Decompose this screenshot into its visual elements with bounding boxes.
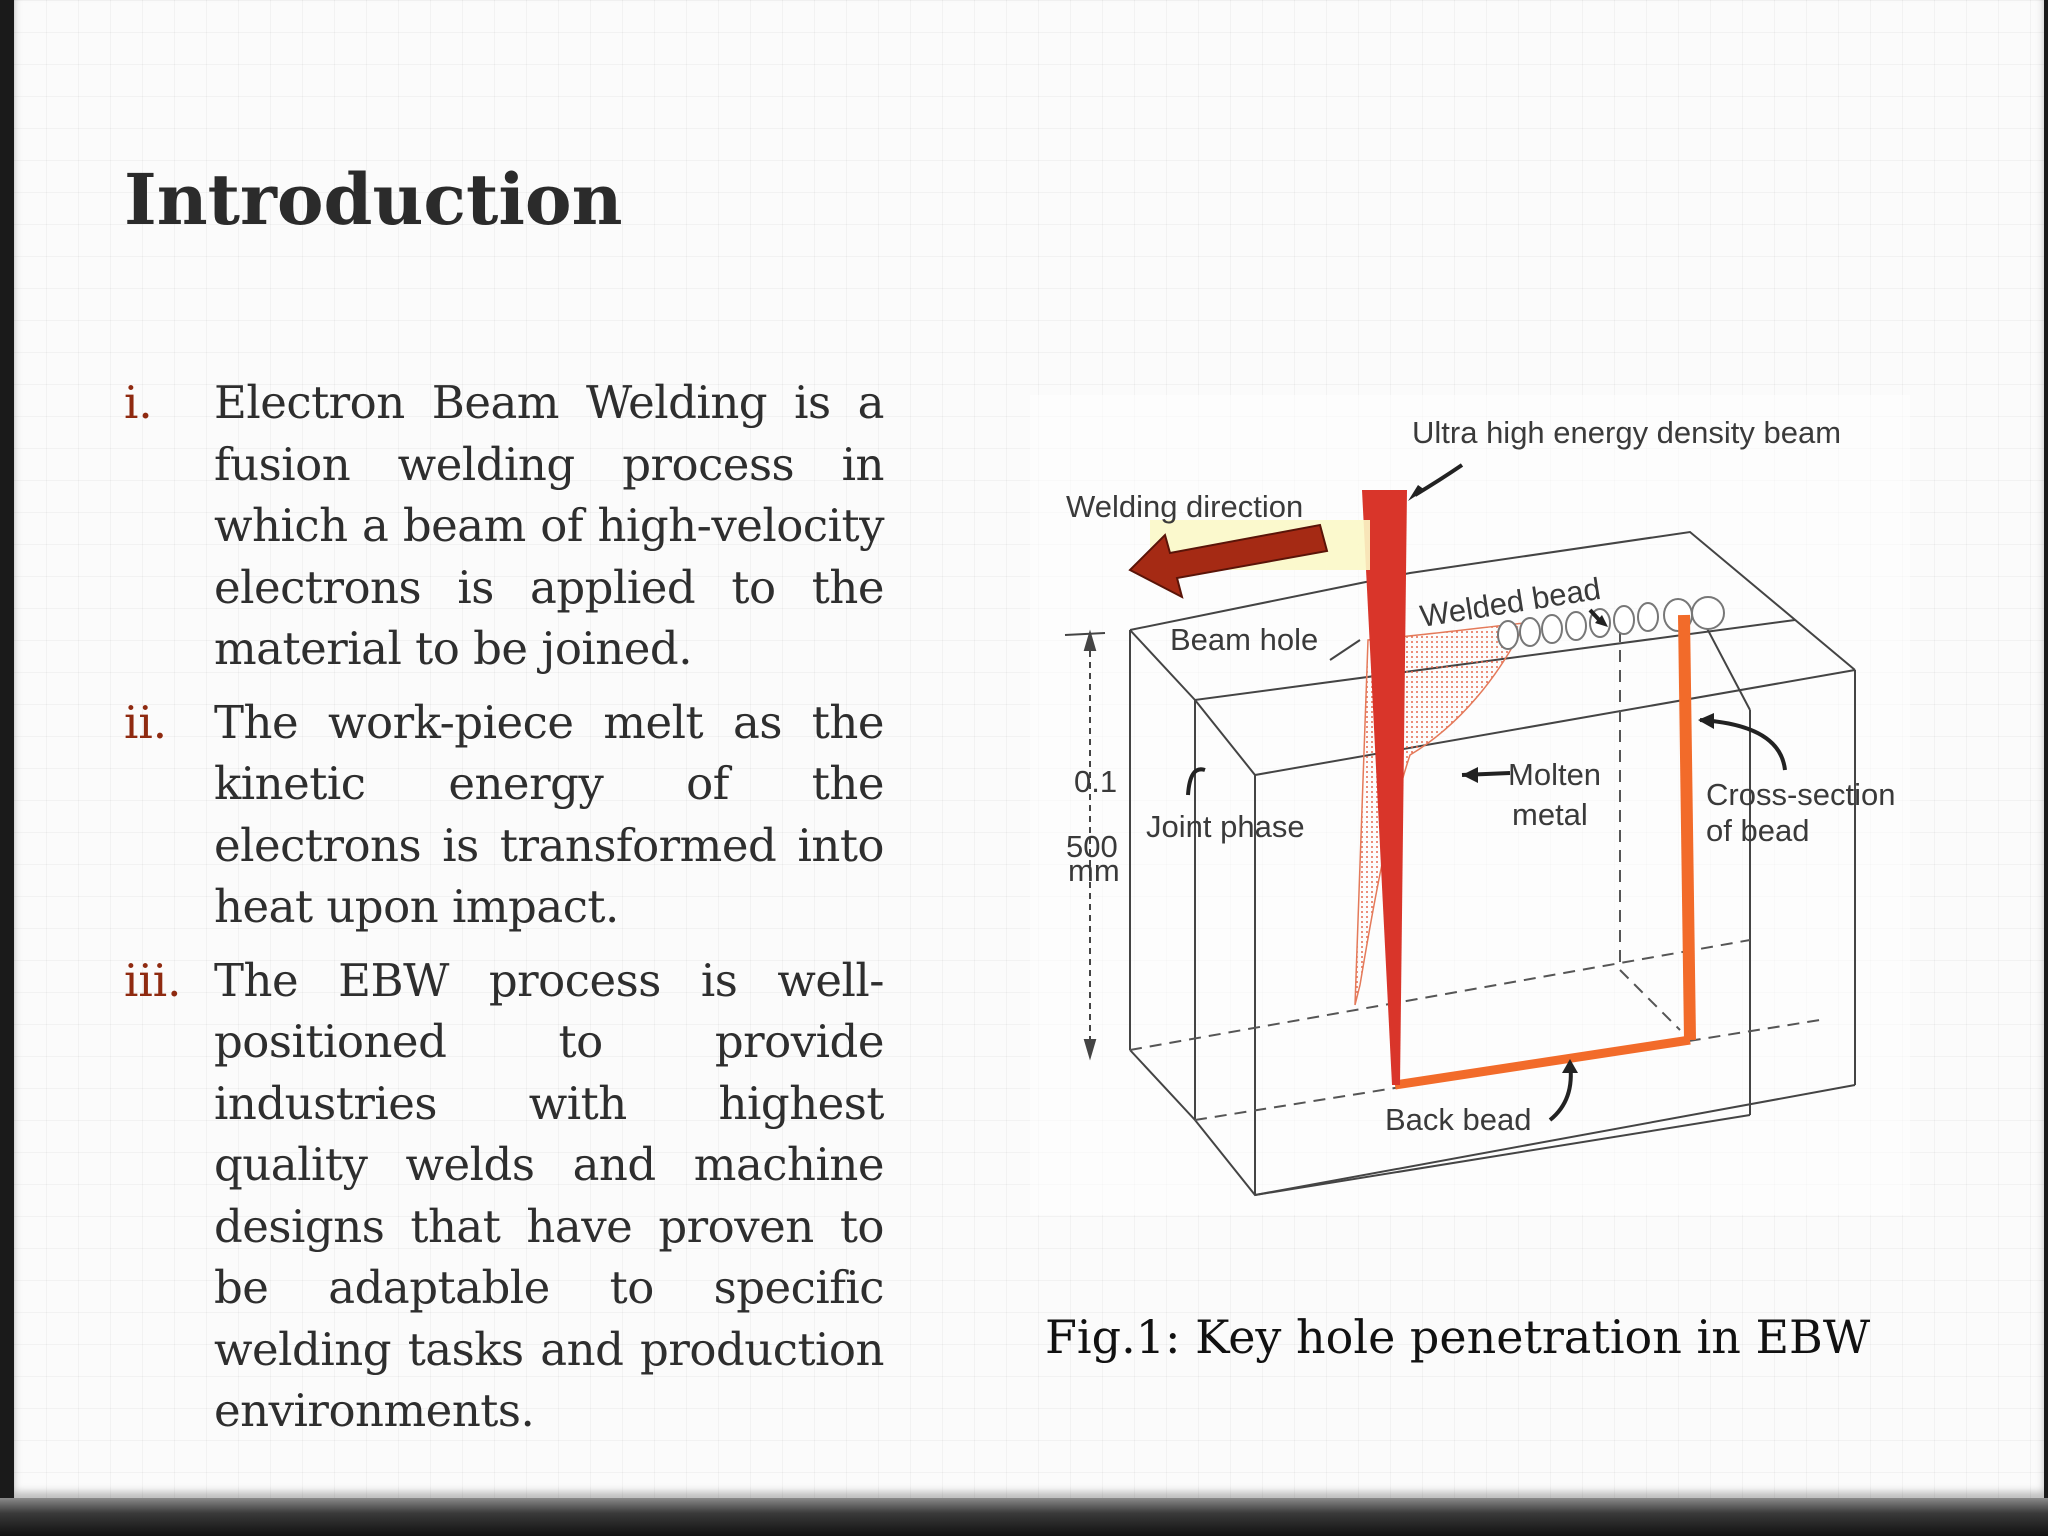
label-dim-bottom: 500 <box>1066 829 1118 864</box>
welding-direction-arrow <box>1128 520 1370 599</box>
label-beam-hole: Beam hole <box>1170 622 1318 657</box>
list-marker: iii. <box>124 953 182 1007</box>
list-marker: ii. <box>124 695 168 749</box>
list-item: ii. The work-piece melt as the kinetic e… <box>124 692 885 938</box>
list-item-text: The EBW process is well-positioned to pr… <box>214 953 885 1438</box>
bullet-list: i. Electron Beam Welding is a fusion wel… <box>124 372 885 1454</box>
workpiece-block <box>1129 530 1856 1197</box>
label-metal: metal <box>1512 797 1588 832</box>
list-item: iii. The EBW process is well-positioned … <box>124 950 885 1442</box>
ebw-keyhole-diagram: Ultra high energy density beam Welding d… <box>1030 395 1910 1215</box>
list-item-text: The work-piece melt as the kinetic energ… <box>214 695 885 934</box>
dimension-line <box>1064 629 1106 1061</box>
label-dim-top: 0.1 <box>1074 764 1117 799</box>
list-marker: i. <box>124 376 153 429</box>
back-bead <box>1394 1035 1691 1090</box>
welded-bead <box>1497 596 1725 650</box>
label-welding-direction: Welding direction <box>1066 489 1303 524</box>
label-of-bead: of bead <box>1706 813 1809 848</box>
label-cross-section: Cross-section <box>1706 777 1896 812</box>
cross-section-bead <box>1678 614 1696 1041</box>
slide-frame-bottom <box>0 1498 2048 1536</box>
label-molten: Molten <box>1508 757 1601 792</box>
hidden-lines <box>1129 610 1821 1121</box>
label-back-bead: Back bead <box>1385 1102 1532 1137</box>
list-item: i. Electron Beam Welding is a fusion wel… <box>124 372 885 680</box>
figure-caption: Fig.1: Key hole penetration in EBW <box>1045 1310 1871 1364</box>
label-beam: Ultra high energy density beam <box>1412 415 1841 450</box>
label-dim-unit: mm <box>1068 853 1120 888</box>
slide-title: Introduction <box>124 158 623 241</box>
electron-beam <box>1362 490 1407 1085</box>
label-joint-phase: Joint phase <box>1146 809 1305 844</box>
list-item-text: Electron Beam Welding is a fusion weldin… <box>214 376 885 675</box>
